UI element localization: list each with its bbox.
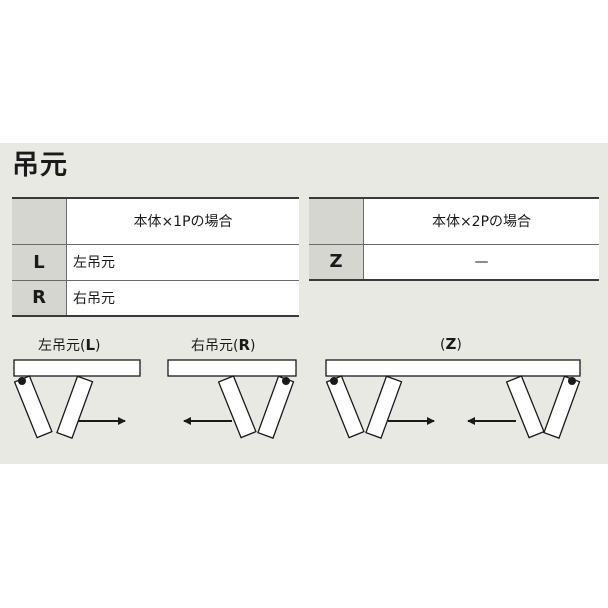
header-corner-cell <box>12 197 67 245</box>
value-cell: — <box>363 244 599 281</box>
table-row: L 左吊元 <box>12 244 299 281</box>
door-panel <box>505 375 545 439</box>
code-cell: R <box>12 280 67 317</box>
table-2p: 本体×2Pの場合 Z — <box>309 197 599 281</box>
door-panel <box>13 375 53 439</box>
header-corner-cell <box>309 197 364 245</box>
frame-bar <box>167 359 297 377</box>
table-2p-header: 本体×2Pの場合 <box>363 197 599 245</box>
frame-bar <box>325 359 581 377</box>
table-row: Z — <box>309 244 599 281</box>
door-panel <box>257 375 295 439</box>
page-title: 吊元 <box>12 150 68 181</box>
pivot-icon <box>18 377 26 385</box>
frame-bar <box>13 359 141 377</box>
table-header-row: 本体×2Pの場合 <box>309 197 599 245</box>
door-panel <box>325 375 365 439</box>
pivot-icon <box>282 377 290 385</box>
door-panel <box>56 375 94 439</box>
diagram-label-left: 左吊元(L) <box>38 336 101 354</box>
pivot-icon <box>568 377 576 385</box>
door-panel <box>217 375 257 439</box>
door-panel <box>543 375 581 439</box>
diagram-right-hinge <box>167 359 297 439</box>
diagram-label-right: 右吊元(R) <box>191 336 256 354</box>
pivot-icon <box>330 377 338 385</box>
table-1p: 本体×1Pの場合 L 左吊元 R 右吊元 <box>12 197 299 317</box>
table-row: R 右吊元 <box>12 280 299 317</box>
diagram-left-hinge <box>13 359 141 439</box>
diagram-label-z: (Z) <box>440 335 462 353</box>
code-cell: L <box>12 244 67 281</box>
table-header-row: 本体×1Pの場合 <box>12 197 299 245</box>
table-1p-header: 本体×1Pの場合 <box>66 197 299 245</box>
code-cell: Z <box>309 244 364 281</box>
value-cell: 右吊元 <box>66 280 299 317</box>
diagram-double-door <box>325 359 581 439</box>
door-panel <box>365 375 403 439</box>
value-cell: 左吊元 <box>66 244 299 281</box>
